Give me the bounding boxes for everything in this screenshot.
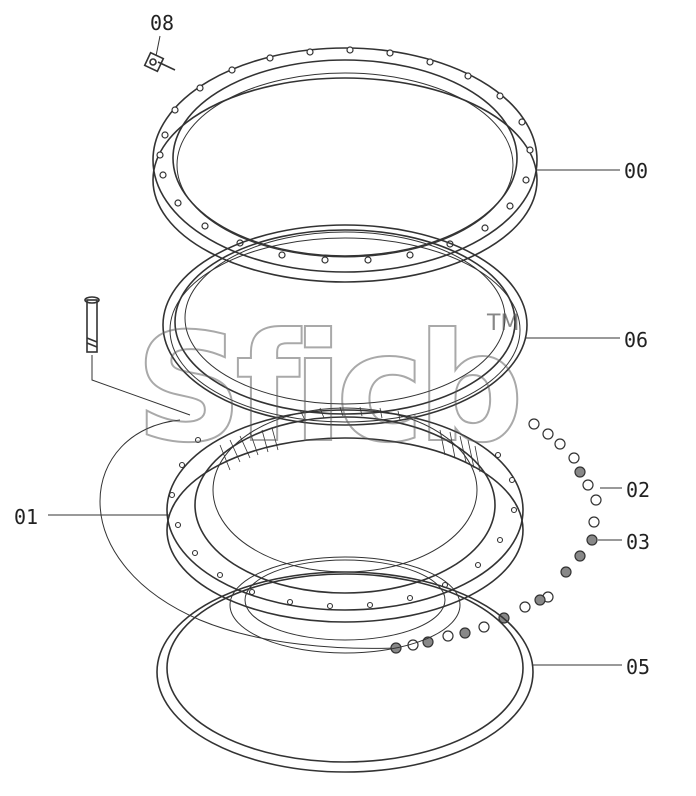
callout-06: 06 bbox=[624, 328, 648, 352]
watermark-text: Sficb bbox=[135, 302, 518, 476]
watermark-trademark: TM bbox=[486, 311, 519, 336]
leader-lines bbox=[48, 35, 622, 666]
callout-00: 00 bbox=[624, 159, 648, 183]
callout-02: 02 bbox=[626, 478, 650, 502]
part-01-gear-teeth bbox=[219, 406, 481, 473]
bolt bbox=[84, 296, 191, 416]
part-01-lower-ring bbox=[99, 406, 524, 649]
part-01-bolt-holes bbox=[168, 436, 518, 610]
callout-01: 01 bbox=[14, 505, 38, 529]
watermark: Sficb TM bbox=[134, 301, 527, 477]
callout-05: 05 bbox=[626, 655, 650, 679]
part-00-top-ring bbox=[152, 46, 538, 283]
part-06-upper-seal bbox=[162, 224, 528, 426]
part-08-grease-fitting bbox=[143, 51, 176, 73]
part-05-lower-seal bbox=[156, 556, 534, 773]
callout-08: 08 bbox=[150, 11, 174, 35]
callout-03: 03 bbox=[626, 530, 650, 554]
part-00-bolt-holes bbox=[156, 46, 534, 264]
